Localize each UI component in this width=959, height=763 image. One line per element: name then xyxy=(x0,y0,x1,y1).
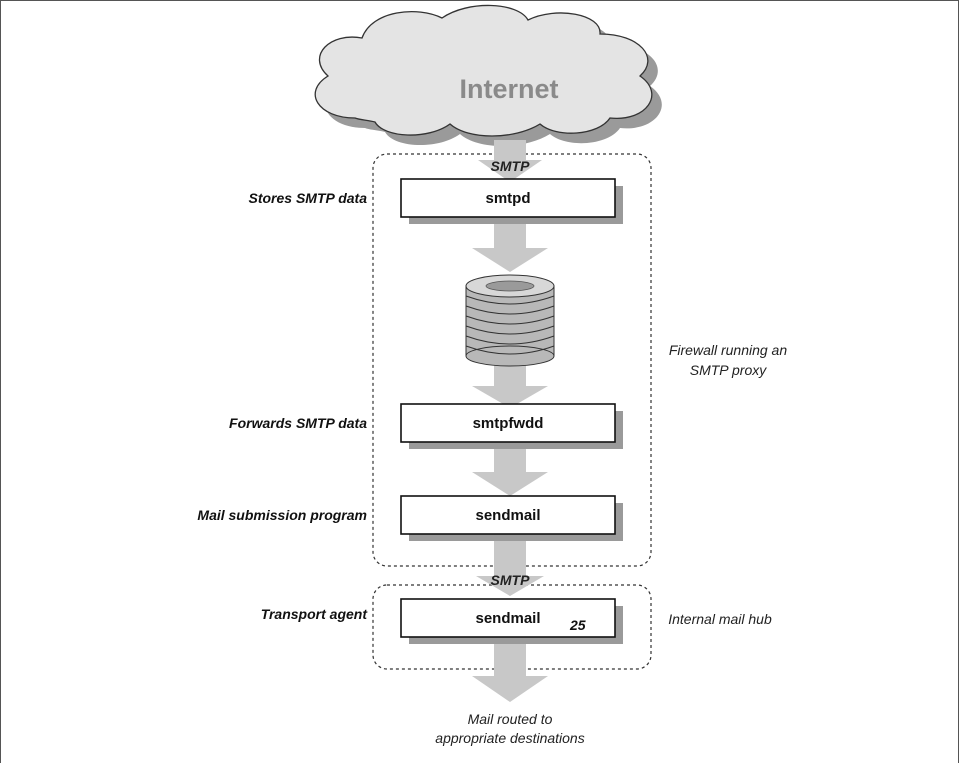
disk-storage-icon xyxy=(465,274,555,367)
transport-label: Transport agent xyxy=(261,606,369,622)
arrow-sendmail-to-hub xyxy=(476,538,544,596)
internet-label: Internet xyxy=(459,74,558,104)
flow-arrows xyxy=(472,140,548,702)
routed-note-line2: appropriate destinations xyxy=(435,730,584,746)
firewall-note-line1: Firewall running an xyxy=(669,342,787,358)
firewall-note-line2: SMTP proxy xyxy=(690,362,767,378)
arrow-hub-to-destinations xyxy=(472,640,548,702)
hub-note: Internal mail hub xyxy=(668,611,772,627)
sendmail-submit-label: sendmail xyxy=(475,507,540,524)
arrow-smtpfwdd-to-sendmail xyxy=(472,447,548,496)
stores-label: Stores SMTP data xyxy=(248,190,367,206)
smtpd-label: smtpd xyxy=(486,190,531,207)
sendmail-hub-label: sendmail xyxy=(475,610,540,627)
routed-note-line1: Mail routed to xyxy=(468,711,553,727)
arrow-smtpd-to-storage xyxy=(472,222,548,272)
arrow-storage-to-smtpfwdd xyxy=(472,360,548,408)
arrow-internet-to-smtpd xyxy=(478,140,542,182)
smtp-hub-label: SMTP xyxy=(491,572,531,588)
smtpfwdd-box: smtpfwdd xyxy=(400,403,623,449)
smtpd-box: smtpd xyxy=(400,178,623,224)
firewall-boundary xyxy=(372,153,652,567)
smtp-inbound-label: SMTP xyxy=(491,158,531,174)
internet-cloud: Internet xyxy=(314,4,662,146)
hub-port-label: 25 xyxy=(569,617,586,633)
sendmail-submit-box: sendmail xyxy=(400,495,623,541)
sendmail-hub-box: sendmail 25 xyxy=(400,598,623,644)
forwards-label: Forwards SMTP data xyxy=(229,415,367,431)
smtpfwdd-label: smtpfwdd xyxy=(473,415,544,432)
submission-label: Mail submission program xyxy=(197,507,367,523)
